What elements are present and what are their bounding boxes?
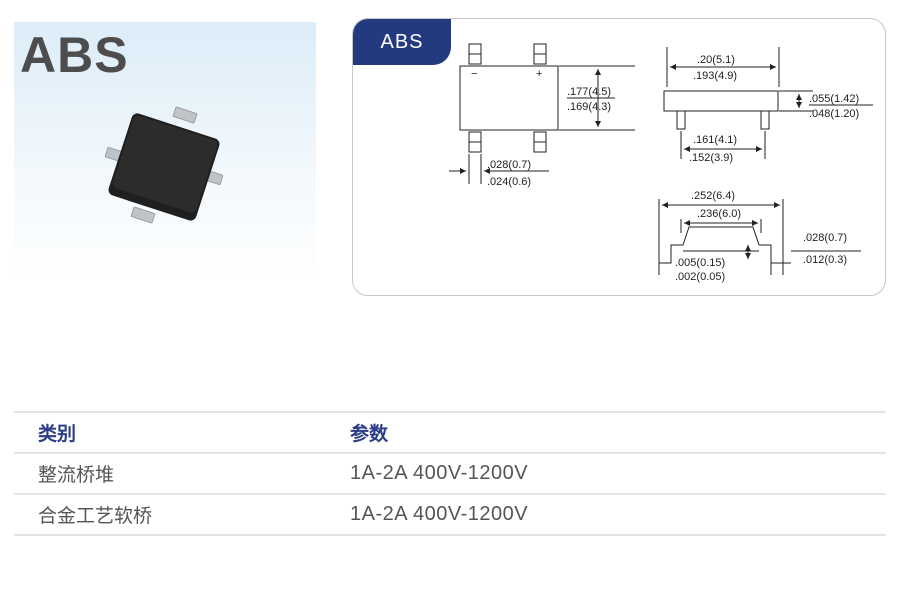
row-category: 整流桥堆 (38, 464, 115, 486)
dimension-drawing: − + .177(4.5) .169(4.3) .028(0.7) .024(0… (449, 43, 873, 283)
spec-table: 类别 参数 整流桥堆 1A-2A 400V-1200V 合金工艺软桥 1A-2A… (14, 411, 886, 536)
lead-bl (468, 131, 482, 143)
row-parameter: 1A-2A 400V-1200V (350, 503, 529, 525)
product-hero: ABS (14, 22, 316, 280)
diagram-tag: ABS (353, 19, 451, 65)
table-header-row: 类别 参数 (14, 413, 886, 454)
top-view-body (459, 65, 559, 131)
dimension-diagram: ABS (352, 18, 886, 296)
table-row: 合金工艺软桥 1A-2A 400V-1200V (14, 495, 886, 536)
dim-standoff-min: .002(0.05) (675, 271, 725, 283)
dim-height-max: .177(4.5) (567, 86, 611, 98)
row-parameter: 1A-2A 400V-1200V (350, 462, 529, 484)
side-view-body (663, 90, 779, 112)
dim-width-max: .20(5.1) (697, 54, 735, 66)
chip-image (104, 106, 224, 224)
header-parameter: 参数 (350, 423, 389, 445)
dim-span-min: .236(6.0) (697, 208, 741, 220)
dim-pitch-max: .161(4.1) (693, 134, 737, 146)
dim-lead-min: .024(0.6) (487, 176, 531, 188)
polarity-minus: − (471, 68, 477, 80)
lead-tl (468, 43, 482, 55)
dim-pitch-min: .152(3.9) (689, 152, 733, 164)
dim-height-min: .169(4.3) (567, 101, 611, 113)
dim-foot-max: .028(0.7) (803, 232, 847, 244)
polarity-plus: + (536, 68, 542, 80)
dim-foot-min: .012(0.3) (803, 254, 847, 266)
dim-lead-max: .028(0.7) (487, 159, 531, 171)
lead-tr (533, 43, 547, 55)
header-category: 类别 (38, 423, 77, 445)
lead-br (533, 131, 547, 143)
dim-thick-max: .055(1.42) (809, 93, 859, 105)
table-row: 整流桥堆 1A-2A 400V-1200V (14, 454, 886, 495)
product-title: ABS (20, 27, 129, 83)
dim-span-max: .252(6.4) (691, 190, 735, 202)
dim-thick-min: .048(1.20) (809, 108, 859, 120)
dim-width-min: .193(4.9) (693, 70, 737, 82)
dim-standoff-max: .005(0.15) (675, 257, 725, 269)
row-category: 合金工艺软桥 (38, 505, 153, 527)
